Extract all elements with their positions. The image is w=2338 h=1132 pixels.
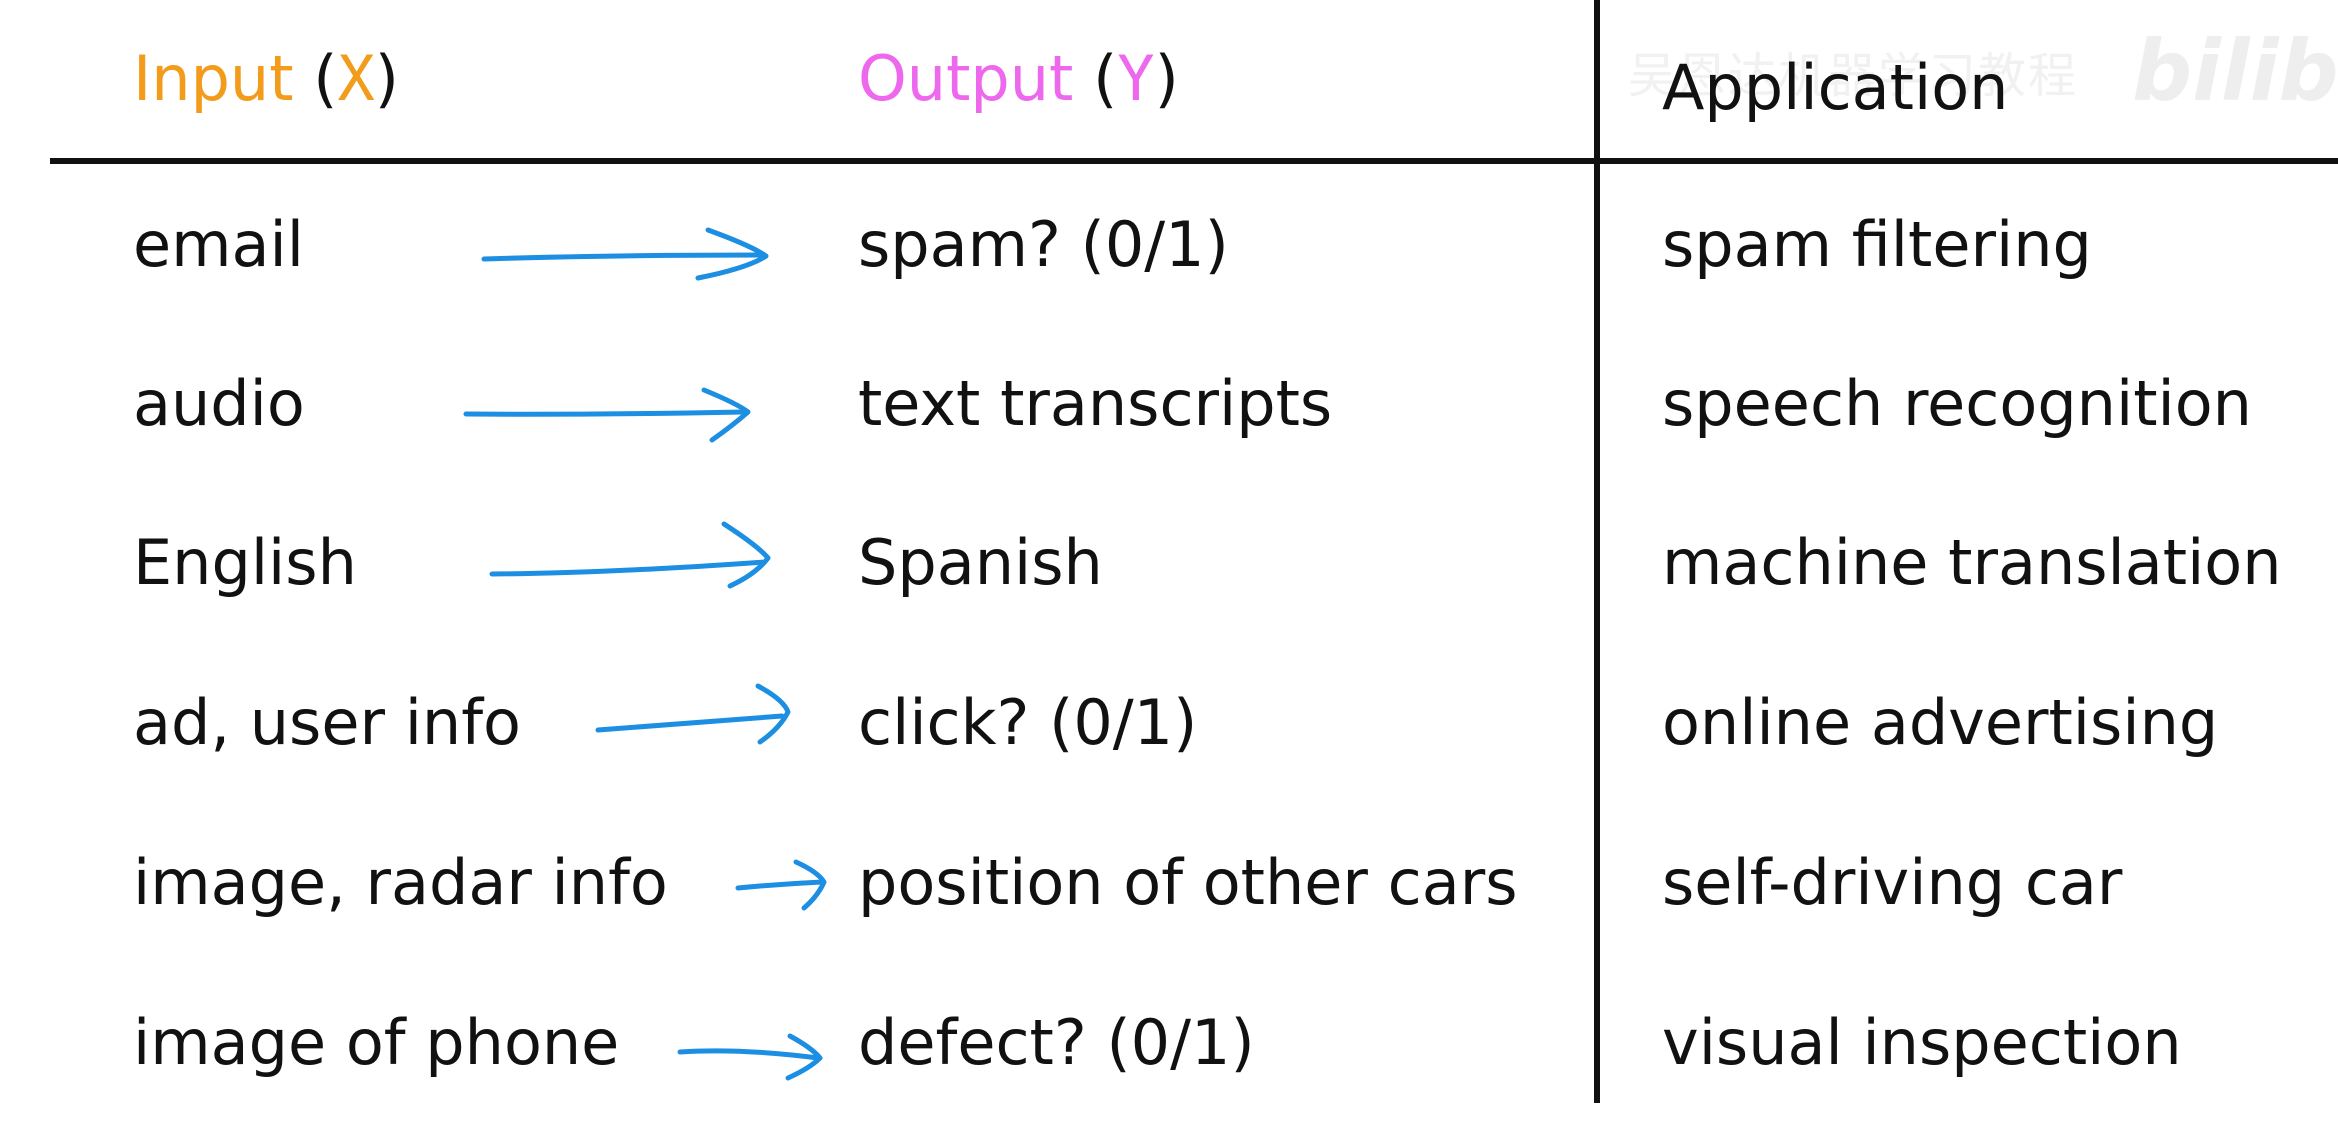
arrow-icon: [735, 859, 827, 911]
header-rule: [50, 158, 2338, 164]
application-cell: machine translation: [1662, 526, 2282, 599]
output-cell: text transcripts: [858, 367, 1333, 440]
arrow-icon: [595, 683, 791, 745]
paren-open-y: (: [1093, 42, 1118, 115]
output-cell: Spanish: [858, 526, 1103, 599]
watermark-text: 吴恩达机器学习教程: [1628, 48, 2079, 104]
input-cell: image, radar info: [133, 846, 668, 919]
arrow-icon: [677, 1033, 823, 1081]
header-input: Input (X): [133, 48, 399, 110]
input-cell: ad, user info: [133, 686, 521, 759]
application-cell: spam filtering: [1662, 208, 2092, 281]
application-cell: self-driving car: [1662, 846, 2123, 919]
header-application: Application: [1662, 51, 2009, 124]
output-cell: position of other cars: [858, 846, 1518, 919]
header-input-label: Input: [133, 42, 294, 115]
arrow-icon: [481, 227, 769, 281]
application-cell: visual inspection: [1662, 1006, 2182, 1079]
header-output-label: Output: [858, 42, 1074, 115]
application-cell: speech recognition: [1662, 367, 2252, 440]
paren-close-x: ): [374, 42, 399, 115]
paren-open-x: (: [313, 42, 338, 115]
application-cell: online advertising: [1662, 686, 2219, 759]
header-output: Output (Y): [858, 48, 1179, 110]
output-cell: spam? (0/1): [858, 208, 1229, 281]
watermark: 吴恩达机器学习教程 bilibili: [1628, 22, 2338, 120]
input-cell: English: [133, 526, 357, 599]
header-output-var: Y: [1117, 42, 1155, 115]
bilibili-logo: bilibili: [2132, 22, 2338, 120]
paren-close-y: ): [1154, 42, 1179, 115]
header-input-var: X: [337, 42, 375, 115]
arrow-icon: [463, 387, 751, 443]
input-cell: email: [133, 208, 304, 281]
input-cell: audio: [133, 367, 305, 440]
input-cell: image of phone: [133, 1006, 620, 1079]
output-cell: click? (0/1): [858, 686, 1198, 759]
output-cell: defect? (0/1): [858, 1006, 1255, 1079]
arrow-icon: [489, 521, 771, 589]
column-divider: [1594, 0, 1600, 1103]
